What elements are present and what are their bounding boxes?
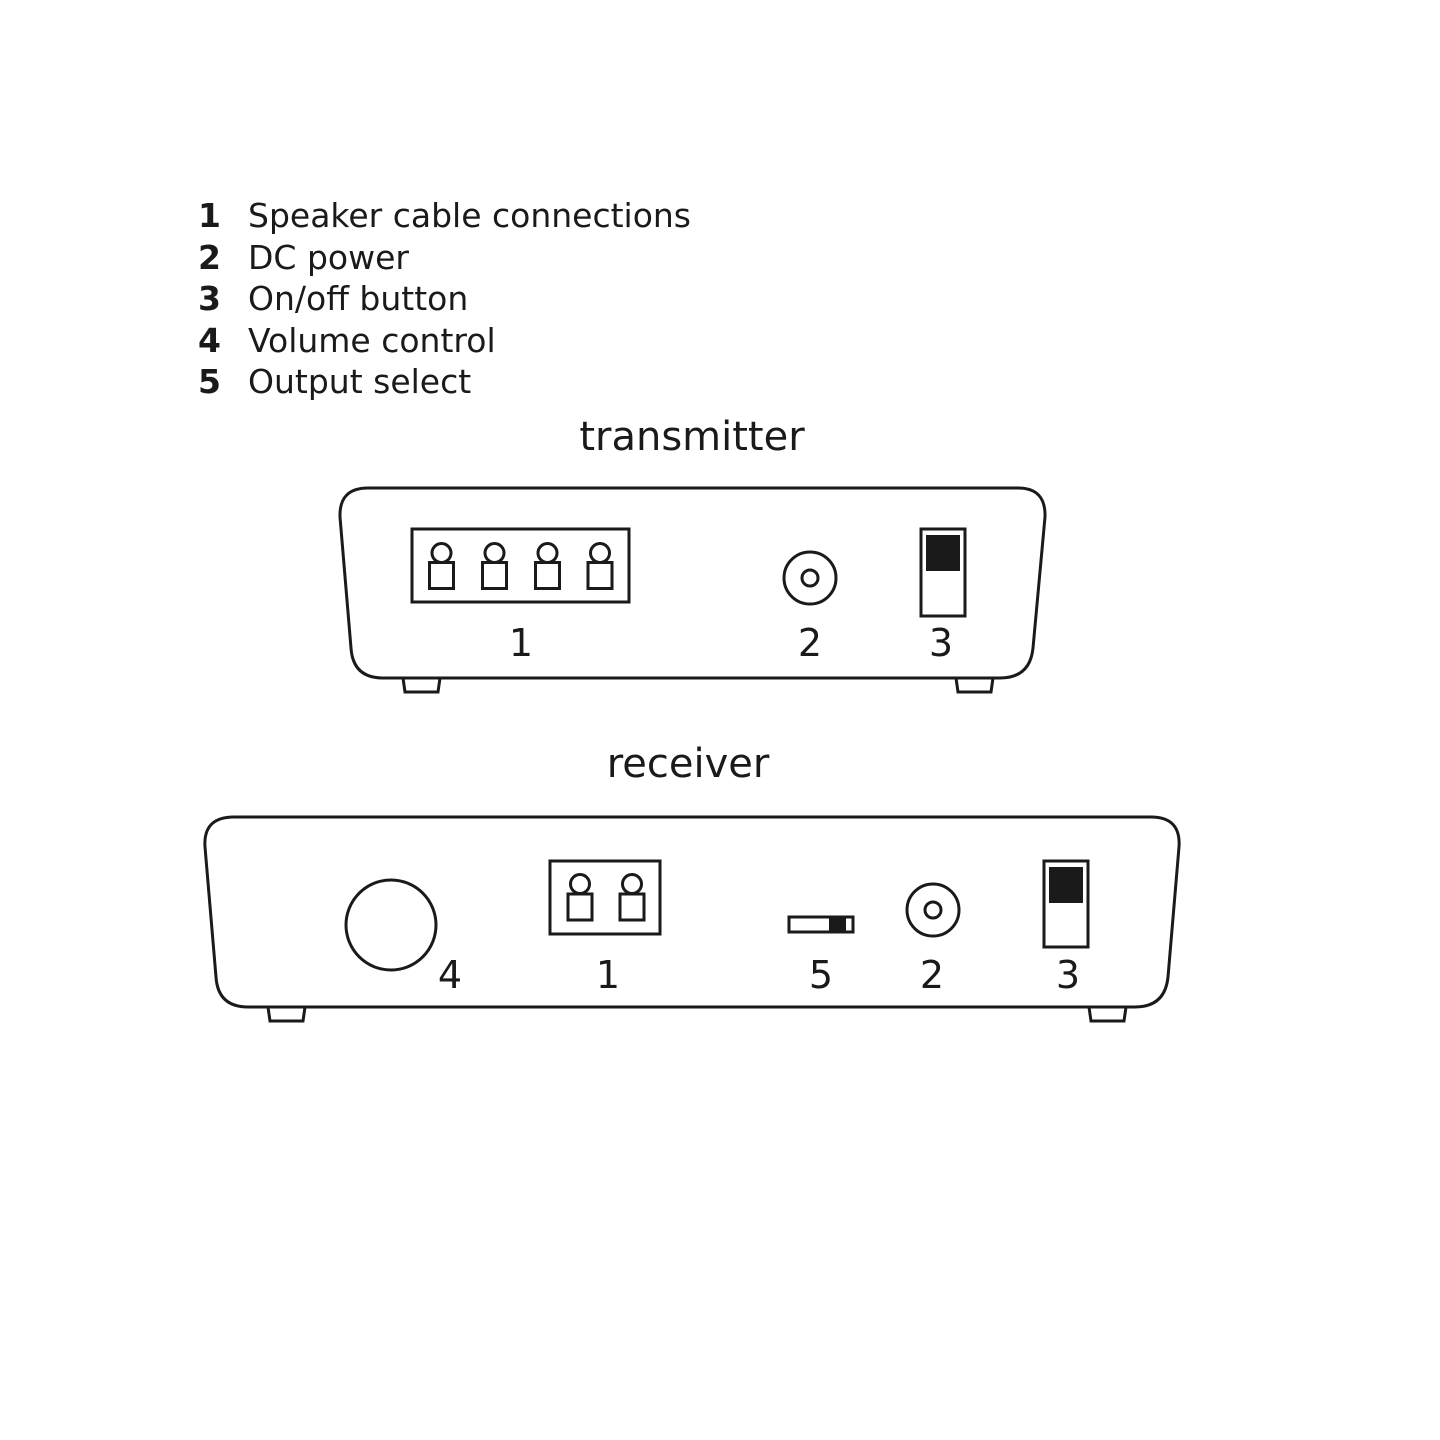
- legend-item: 4 Volume control: [198, 320, 691, 362]
- switch-rocker: [926, 535, 960, 571]
- legend-label: DC power: [248, 237, 409, 277]
- receiver-label-output: 5: [809, 953, 833, 997]
- legend-item: 5 Output select: [198, 361, 691, 403]
- terminal-screw: [430, 542, 453, 564]
- switch-housing: [1042, 859, 1090, 949]
- receiver-label-dc: 2: [920, 953, 944, 997]
- receiver-foot-right: [1087, 1006, 1128, 1023]
- terminal-slot: [618, 892, 646, 922]
- transmitter-foot-right: [954, 677, 995, 694]
- dc-jack-outer: [782, 550, 838, 606]
- legend-number: 5: [198, 362, 221, 401]
- terminal-slot: [481, 561, 508, 590]
- terminal-screw: [483, 542, 506, 564]
- transmitter-power-switch: [919, 527, 967, 618]
- dc-jack-outer: [905, 882, 961, 938]
- transmitter-label-dc: 2: [798, 621, 822, 665]
- dc-jack-pin: [923, 900, 943, 920]
- terminal-slot: [428, 561, 455, 590]
- receiver-power-switch: [1042, 859, 1090, 949]
- terminal-screw: [589, 542, 611, 564]
- legend-label: Volume control: [248, 320, 496, 360]
- legend-number: 4: [198, 320, 221, 360]
- terminal-screw: [536, 542, 559, 564]
- transmitter-foot-left: [401, 677, 442, 694]
- receiver-speaker-terminal: [548, 859, 662, 936]
- transmitter-device: 1 2 3: [338, 486, 1047, 694]
- receiver-device: 4 1 5 2 3: [203, 815, 1181, 1023]
- terminal-block: [548, 859, 662, 936]
- transmitter-body: [338, 486, 1047, 680]
- transmitter-title: transmitter: [579, 414, 805, 460]
- transmitter-label-onoff: 3: [929, 621, 953, 665]
- legend-label: On/off button: [248, 279, 469, 318]
- legend-label: Output select: [248, 362, 472, 401]
- legend: 1 Speaker cable connections 2 DC power 3…: [198, 195, 691, 403]
- legend-number: 3: [198, 279, 221, 318]
- dc-jack-pin: [800, 568, 820, 588]
- slider-knob: [829, 918, 846, 931]
- terminal-screw: [569, 873, 591, 895]
- receiver-label-volume: 4: [438, 953, 462, 997]
- receiver-foot-left: [266, 1006, 307, 1023]
- switch-housing: [919, 527, 967, 618]
- legend-item: 2 DC power: [198, 237, 691, 279]
- terminal-slot: [586, 561, 614, 590]
- receiver-output-select: [787, 915, 855, 934]
- legend-item: 1 Speaker cable connections: [198, 195, 691, 237]
- transmitter-speaker-terminal: [410, 527, 631, 604]
- slider-track: [787, 915, 855, 934]
- receiver-dc-jack: [905, 882, 961, 938]
- receiver-label-onoff: 3: [1056, 953, 1080, 997]
- terminal-slot: [534, 561, 561, 590]
- terminal-block: [410, 527, 631, 604]
- legend-number: 2: [198, 237, 221, 277]
- transmitter-dc-jack: [782, 550, 838, 606]
- terminal-slot: [566, 892, 594, 922]
- receiver-title: receiver: [607, 741, 770, 787]
- legend-label: Speaker cable connections: [248, 196, 692, 235]
- legend-number: 1: [198, 196, 221, 235]
- terminal-screw: [621, 873, 643, 895]
- receiver-body: [203, 815, 1181, 1009]
- switch-rocker: [1049, 867, 1083, 903]
- legend-item: 3 On/off button: [198, 278, 691, 320]
- receiver-label-speaker: 1: [596, 953, 620, 997]
- transmitter-label-speaker: 1: [509, 621, 533, 665]
- receiver-volume-knob: [344, 878, 438, 972]
